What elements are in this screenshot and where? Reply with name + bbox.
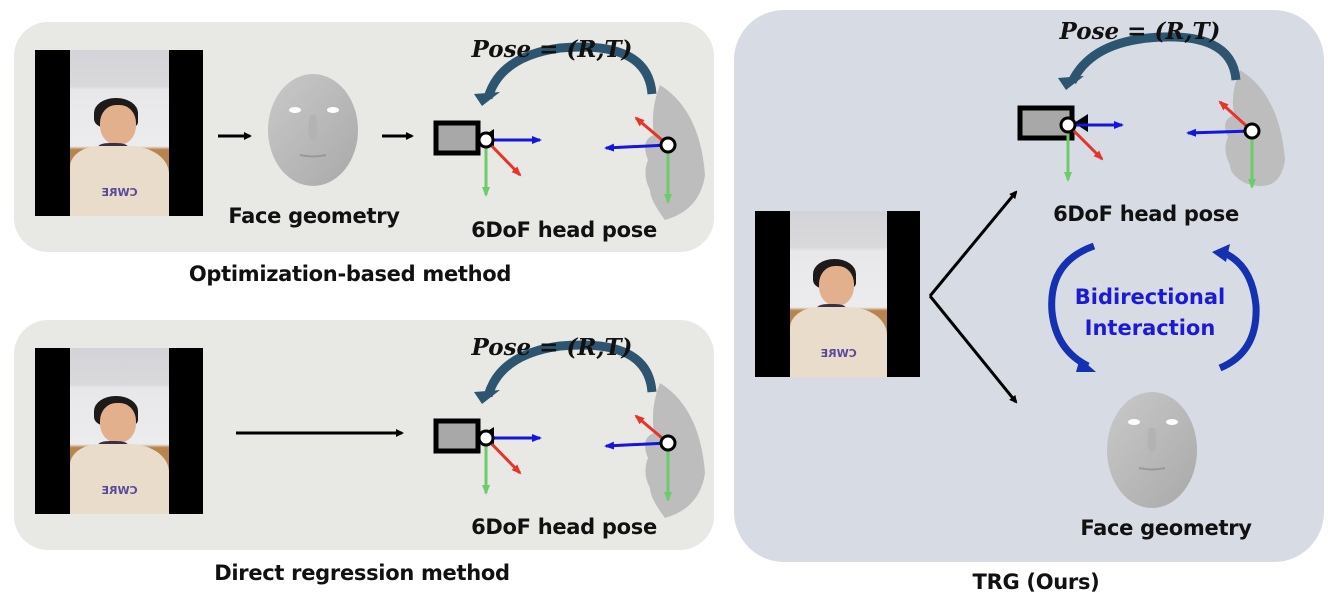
head-side-mesh xyxy=(645,383,705,518)
branch-arrow-up xyxy=(928,190,1018,297)
head-side-mesh xyxy=(645,85,705,220)
regression-caption: Direct regression method xyxy=(214,561,510,585)
camera-icon xyxy=(433,120,542,197)
head-pose-label: 6DoF head pose xyxy=(1053,202,1239,226)
head-pose-axes xyxy=(604,116,677,204)
input-photo: CWRE xyxy=(35,50,203,216)
bidirectional-interaction-label: Bidirectional Interaction xyxy=(1075,282,1225,344)
head-pose-axes xyxy=(604,414,677,502)
head-pose-axes xyxy=(1186,100,1261,189)
pose-formula: Pose = (R,T) xyxy=(471,36,633,63)
pose-transfer-arrow xyxy=(474,340,657,404)
camera-icon xyxy=(433,418,542,495)
branch-arrow-down xyxy=(928,295,1018,404)
pose-formula: Pose = (R,T) xyxy=(471,334,633,361)
bidirectional-arrow-right xyxy=(1212,244,1260,372)
pose-formula: Pose = (R,T) xyxy=(1059,18,1221,45)
interaction-line1: Bidirectional xyxy=(1074,285,1226,309)
bidirectional-arrow-left xyxy=(1048,242,1096,372)
face-geometry-label: Face geometry xyxy=(228,204,400,228)
head-pose-label: 6DoF head pose xyxy=(471,515,657,539)
input-photo: CWRE xyxy=(35,348,203,514)
interaction-line2: Interaction xyxy=(1084,316,1216,340)
face-geometry-label: Face geometry xyxy=(1080,516,1252,540)
face-geometry-mesh xyxy=(268,74,358,186)
pose-transfer-arrow xyxy=(474,42,657,106)
optimization-caption: Optimization-based method xyxy=(188,262,512,286)
input-photo: CWRE xyxy=(755,211,920,377)
face-geometry-mesh xyxy=(1107,392,1197,508)
head-pose-label: 6DoF head pose xyxy=(471,218,657,242)
trg-caption: TRG (Ours) xyxy=(972,570,1100,594)
camera-icon xyxy=(1017,105,1124,182)
pose-transfer-arrow xyxy=(1058,32,1241,90)
